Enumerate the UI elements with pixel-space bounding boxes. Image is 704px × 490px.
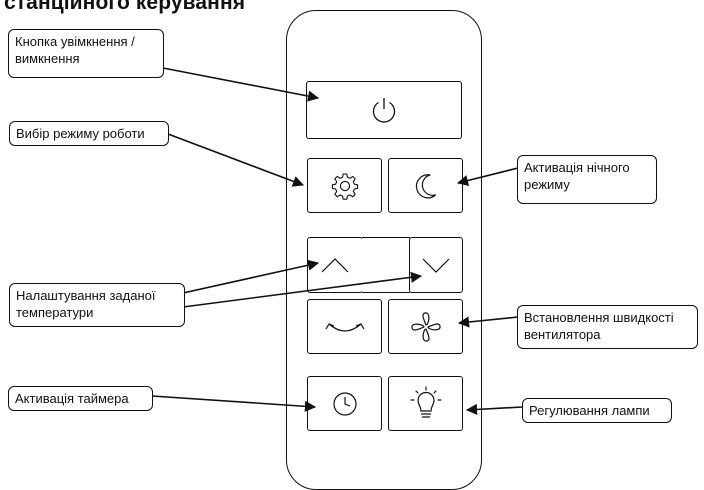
arrow-mode (167, 133, 305, 187)
clock-icon (332, 391, 357, 416)
fan-speed-button[interactable] (388, 299, 463, 354)
fan-icon (410, 311, 441, 342)
temp-down-button[interactable] (409, 237, 463, 293)
callout-timer: Активація таймера (8, 386, 153, 411)
power-icon (372, 98, 396, 123)
lamp-button[interactable] (388, 376, 463, 431)
mode-button[interactable] (307, 158, 382, 213)
page-title: станційного керування (4, 0, 246, 14)
callout-power: Кнопка увімкнення / вимкнення (8, 29, 164, 78)
lightbulb-icon (409, 385, 442, 418)
temp-block-divider (362, 237, 410, 293)
night-mode-button[interactable] (388, 158, 463, 213)
moon-icon (415, 173, 436, 198)
swing-button[interactable] (307, 299, 382, 354)
callout-lamp: Регулювання лампи (522, 398, 672, 423)
chevron-up-icon (321, 258, 349, 273)
callout-night: Активація нічного режиму (517, 155, 657, 204)
chevron-down-icon (422, 258, 450, 273)
callout-temperature: Налаштування заданої температури (9, 283, 185, 327)
temp-up-button[interactable] (307, 237, 363, 293)
timer-button[interactable] (307, 376, 382, 431)
callout-fan-speed: Встановлення швидкості вентилятора (517, 305, 698, 349)
callout-mode: Вибір режиму роботи (9, 121, 169, 146)
gear-icon (331, 172, 358, 200)
power-button[interactable] (306, 81, 462, 139)
swing-arrows-icon (324, 322, 365, 332)
